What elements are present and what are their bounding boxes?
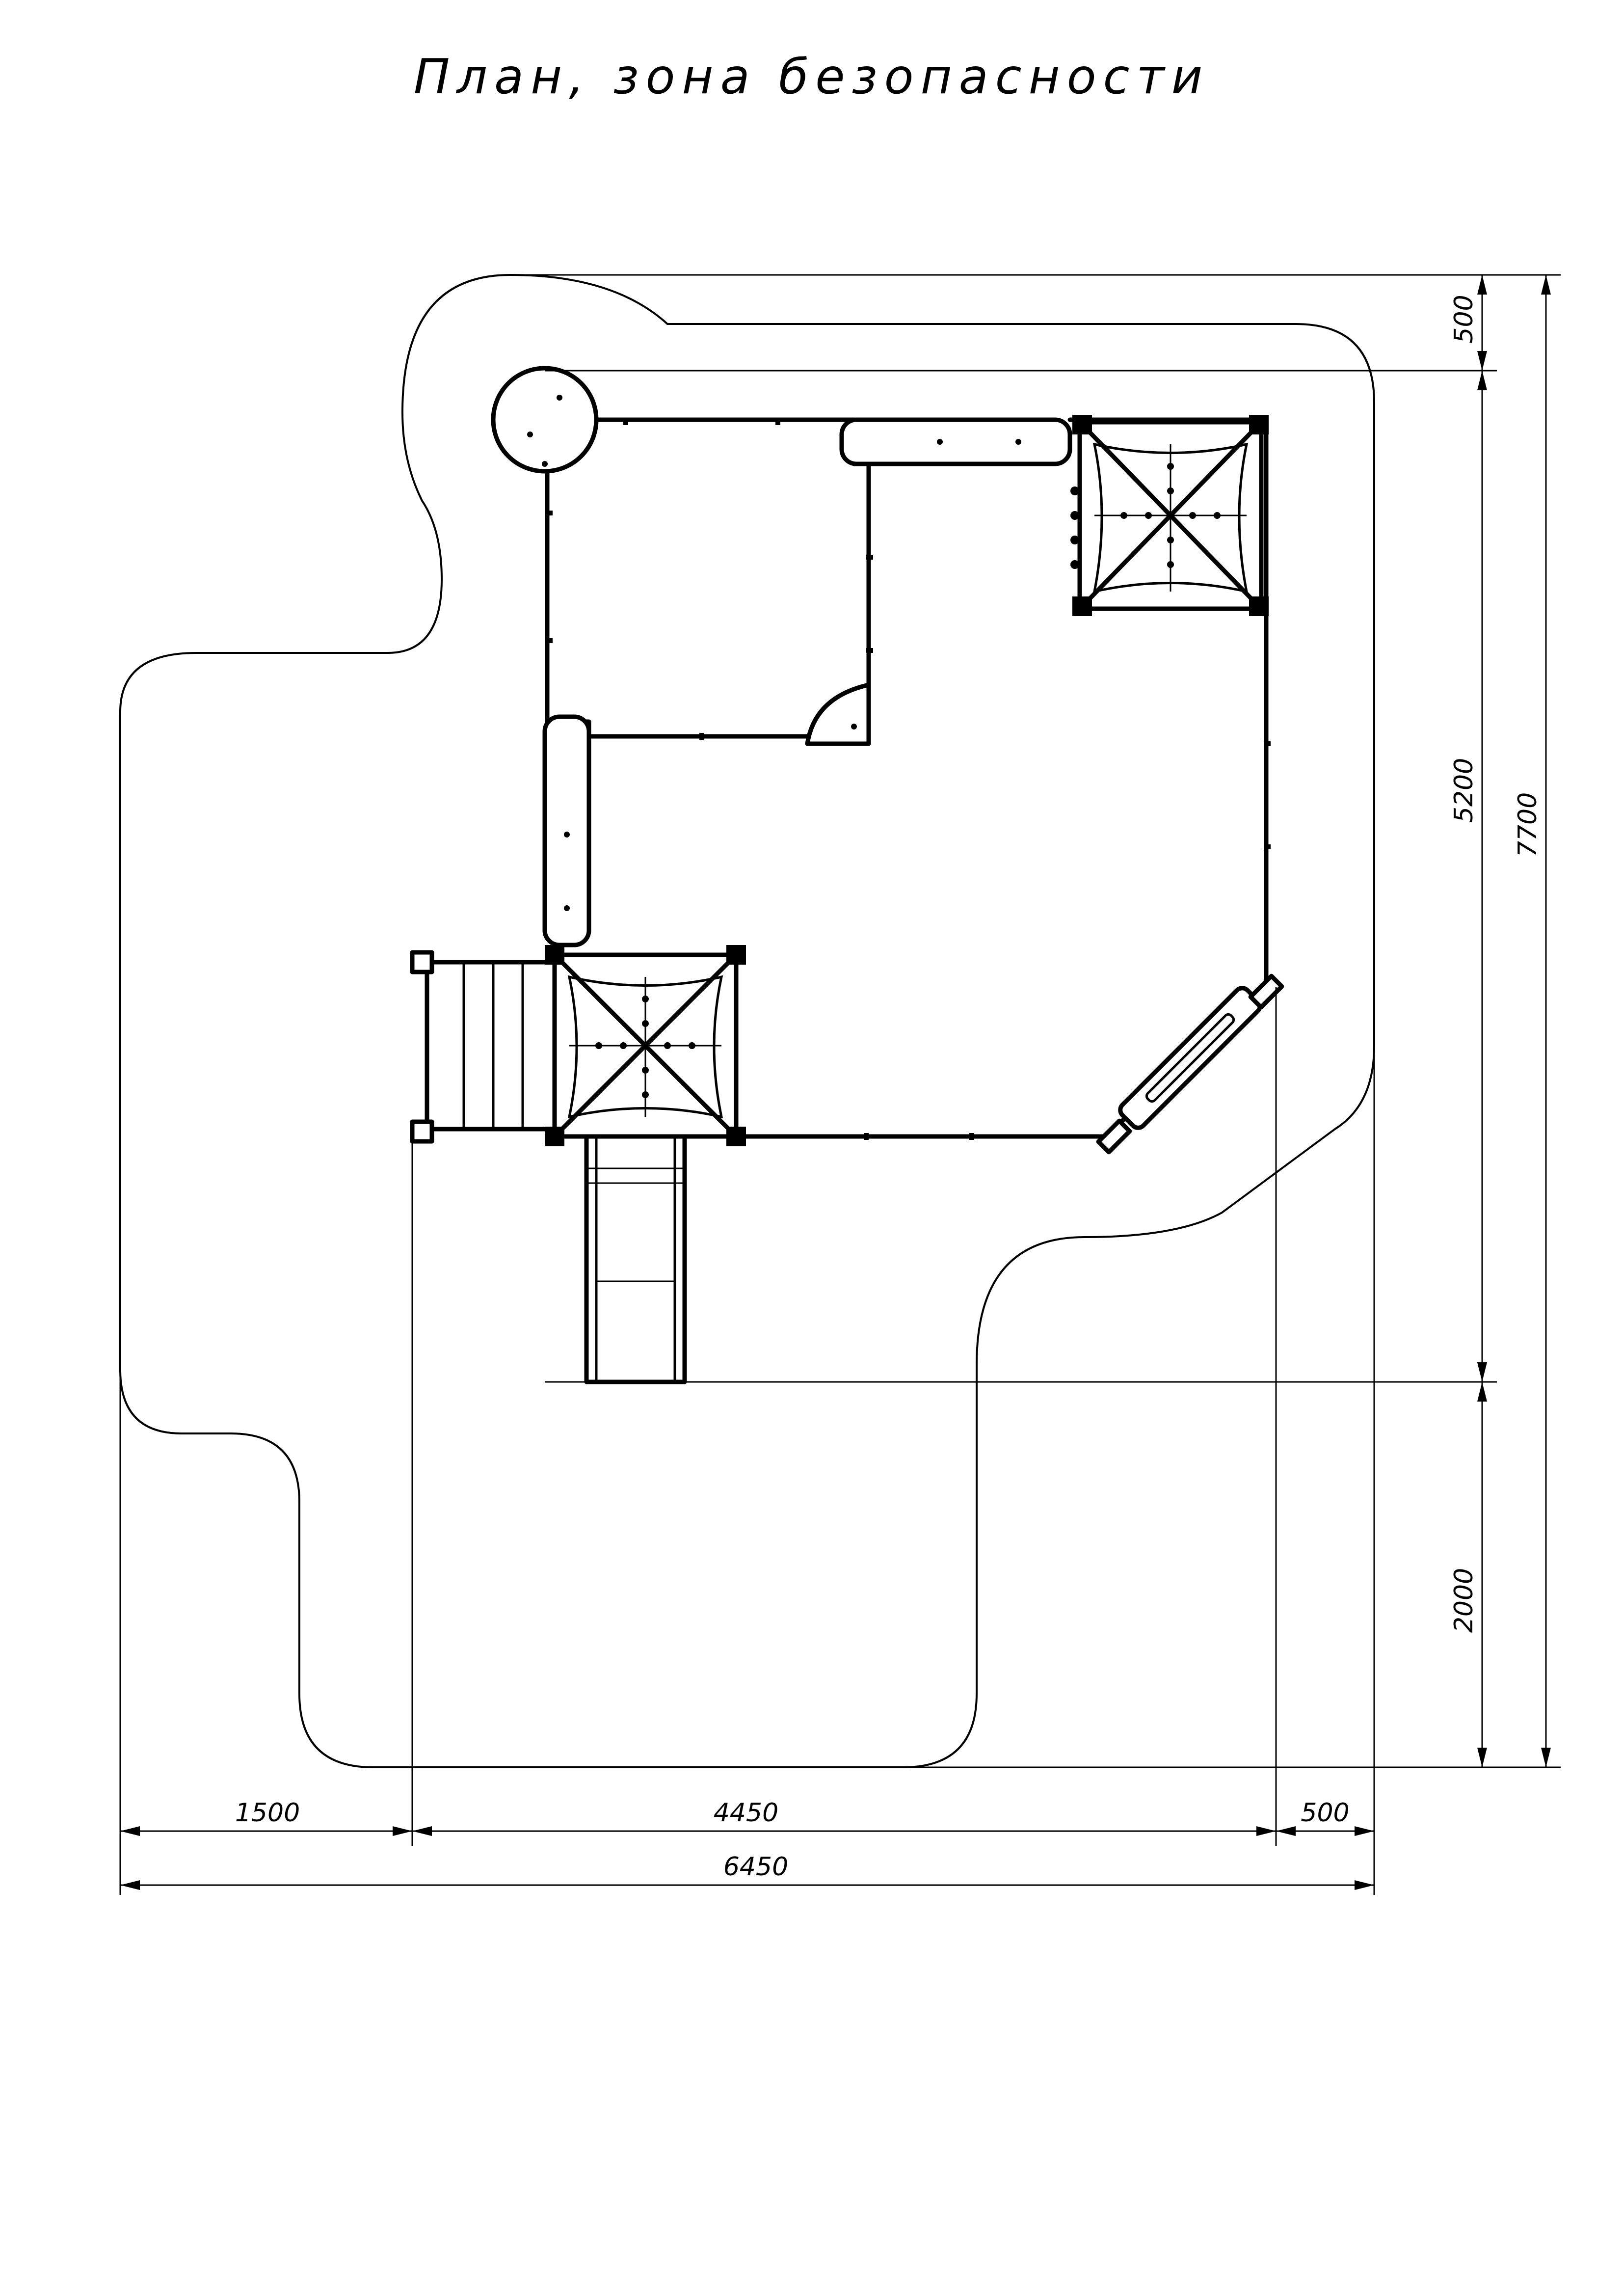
left-bench <box>542 714 591 947</box>
corner-panel <box>805 682 871 746</box>
vertical-dimensions <box>1472 275 1551 1767</box>
slide <box>584 1134 687 1384</box>
dim-total-width: 6450 <box>723 1852 788 1882</box>
platform-outline-right <box>1067 417 1269 989</box>
diagonal-climber <box>1096 973 1284 1155</box>
bolt-dot <box>851 724 857 729</box>
bolt-dot <box>937 439 943 445</box>
dim-total-height: 7700 <box>1513 792 1543 857</box>
bolt-dot <box>557 395 562 401</box>
bolt-dot <box>542 461 548 467</box>
top-bench <box>839 417 1072 466</box>
extension-lines <box>119 274 1561 1895</box>
tower-top-right <box>1070 415 1269 616</box>
dim-platform-width: 4450 <box>714 1798 778 1828</box>
bolt-dot <box>527 432 533 437</box>
dim-right-offset: 500 <box>1301 1798 1349 1828</box>
bolt-dot <box>1015 439 1021 445</box>
platform-outline <box>545 417 871 739</box>
horizontal-dimensions <box>120 1826 1374 1890</box>
dim-slide-depth: 2000 <box>1449 1568 1479 1633</box>
bolt-dot <box>564 832 570 837</box>
safety-zone-outline <box>119 273 1375 1768</box>
left-stairs <box>410 950 557 1144</box>
dim-left-offset: 1500 <box>235 1798 300 1828</box>
round-table <box>491 366 599 474</box>
drawing-title: План, зона безопасности <box>413 49 1210 105</box>
bolt-dot <box>564 905 570 911</box>
dim-platform-depth: 5200 <box>1449 758 1479 823</box>
tower-bottom-left <box>545 945 746 1146</box>
wall-bolts <box>546 418 1271 1140</box>
dim-top-offset: 500 <box>1449 295 1479 343</box>
